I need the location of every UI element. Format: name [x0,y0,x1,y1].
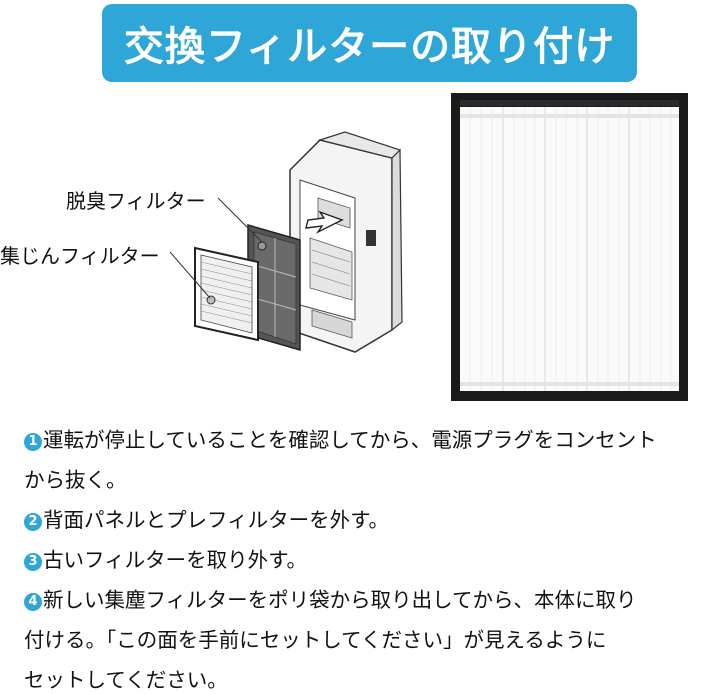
step-text: 運転が停止していることを確認してから、電源プラグをコンセント [43,428,657,452]
air-purifier-body [289,131,403,353]
title-banner: 交換フィルターの取り付け [102,4,637,82]
replacement-filter-photo [451,93,688,401]
step-text-continued: 付ける。「この面を手前にセットしてください」が見えるように [24,628,607,652]
step-text: 新しい集塵フィルターをポリ袋から取り出してから、本体に取り [43,588,637,612]
deodor-filter-label: 脱臭フィルター [66,189,206,213]
dust-filter-illustration [194,246,259,342]
deodor-leader-line [217,197,263,243]
step-number-icon: 3 [24,553,42,571]
dust-leader-line [169,251,211,299]
deodor-filter-illustration [247,224,301,351]
step-text: 古いフィルターを取り外す。 [43,548,308,572]
step-text: 背面パネルとプレフィルターを外す。 [43,508,390,532]
step-text-continued: セットしてください。 [24,668,228,692]
page-title: 交換フィルターの取り付け [123,24,616,70]
filter-illustrations [169,93,688,401]
insert-arrow [305,210,344,234]
step-number-icon: 2 [24,513,42,531]
step-text-continued: から抜く。 [24,468,127,492]
dust-filter-label: 集じんフィルター [0,244,160,268]
step-number-icon: 1 [24,433,42,451]
step-number-icon: 4 [24,593,42,611]
